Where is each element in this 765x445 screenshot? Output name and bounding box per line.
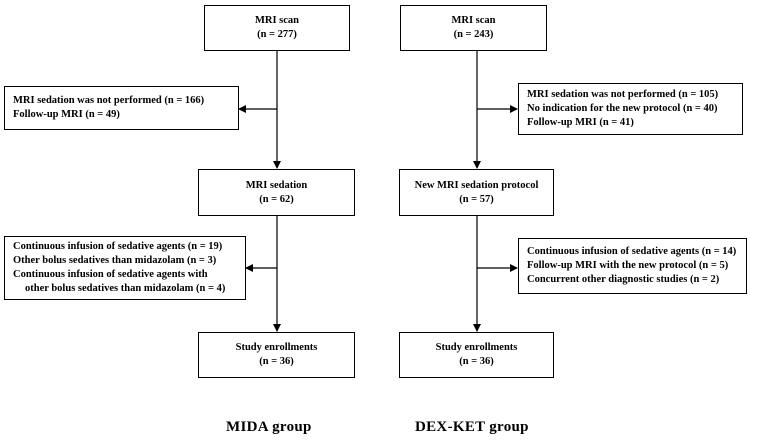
dexket-exclusion2-box: Continuous infusion of sedative agents (… (518, 238, 747, 294)
mida-exclusion1-line: MRI sedation was not performed (n = 166) (13, 95, 205, 106)
dexket-exclusion1-line: MRI sedation was not performed (n = 105) (527, 89, 719, 100)
dexket-sedation-title: New MRI sedation protocol (414, 179, 539, 191)
dexket-exclusion2-line: Concurrent other diagnostic studies (n =… (527, 274, 720, 285)
dexket-sedation-count: (n = 57) (459, 193, 494, 205)
mida-sedation-title: MRI sedation (245, 179, 308, 191)
mida-enroll-title: Study enrollments (235, 342, 318, 353)
dexket-enroll-count: (n = 36) (459, 356, 494, 367)
mida-sedation-box: MRI sedation (n = 62) (198, 169, 355, 216)
dexket-scan-box: MRI scan (n = 243) (400, 5, 547, 51)
mida-exclusion1-box: MRI sedation was not performed (n = 166)… (4, 86, 239, 130)
mida-exclusion2-line: other bolus sedatives than midazolam (n … (25, 283, 226, 294)
mida-group-label: MIDA group (226, 419, 312, 435)
dexket-exclusion2-line: Continuous infusion of sedative agents (… (527, 246, 737, 257)
dexket-enroll-box: Study enrollments (n = 36) (399, 332, 554, 378)
mida-exclusion2-line: Continuous infusion of sedative agents w… (13, 269, 208, 280)
dexket-sedation-box: New MRI sedation protocol (n = 57) (399, 169, 554, 216)
dexket-exclusion1-line: No indication for the new protocol (n = … (527, 103, 718, 114)
mida-enroll-box: Study enrollments (n = 36) (198, 332, 355, 378)
dexket-enroll-title: Study enrollments (435, 342, 518, 353)
mida-exclusion1-line: Follow-up MRI (n = 49) (13, 109, 120, 120)
mida-scan-title: MRI scan (254, 15, 300, 26)
mida-enroll-count: (n = 36) (259, 356, 294, 367)
dexket-scan-title: MRI scan (451, 15, 496, 26)
dexket-exclusion2-line: Follow-up MRI with the new protocol (n =… (527, 260, 729, 271)
mida-sedation-count: (n = 62) (259, 193, 294, 205)
dexket-group-label: DEX-KET group (415, 419, 529, 435)
mida-exclusion2-line: Other bolus sedatives than midazolam (n … (13, 255, 217, 266)
dexket-exclusion1-line: Follow-up MRI (n = 41) (527, 117, 634, 128)
mida-exclusion2-line: Continuous infusion of sedative agents (… (13, 241, 223, 252)
mida-exclusion2-box: Continuous infusion of sedative agents (… (4, 236, 246, 300)
mida-scan-count: (n = 277) (257, 29, 297, 40)
dexket-scan-count: (n = 243) (453, 29, 494, 40)
dexket-exclusion1-box: MRI sedation was not performed (n = 105)… (518, 83, 743, 135)
mida-scan-box: MRI scan (n = 277) (204, 5, 350, 51)
